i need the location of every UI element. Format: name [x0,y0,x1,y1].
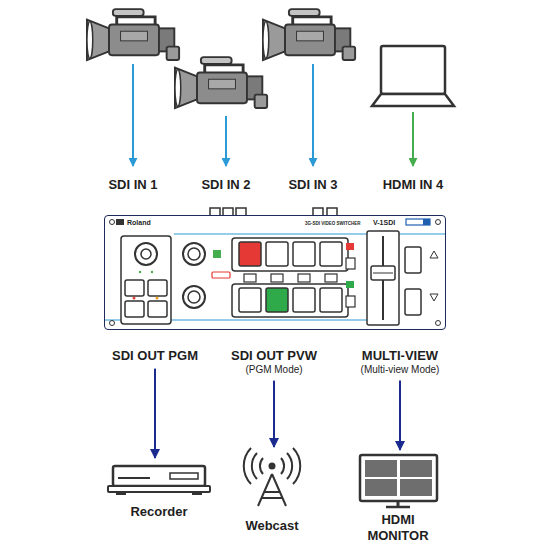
signal-arrow [273,381,275,447]
output-label: MULTI-VIEW(Multi-view Mode) [361,348,440,376]
label-text: SDI IN 3 [288,177,337,193]
recorder-device: Recorder [130,460,187,520]
label-text: HDMI IN 4 [383,177,444,193]
monitor-icon [360,455,437,507]
input-label: SDI IN 2 [201,177,250,193]
output-label: SDI OUT PVW(PGM Mode) [231,348,317,376]
label-text: MULTI-VIEW [361,348,440,364]
mode-note: (Multi-view Mode) [361,364,440,376]
antenna-icon [244,448,300,506]
recorder-icon [108,466,210,495]
laptop-icon [372,46,454,106]
signal-arrow [154,369,156,458]
switcher-device: Roland 3G-SDI VIDEO SWITCHER V-1SDI [104,215,446,330]
mode-note: V-1SDI [373,219,395,227]
input-arrow [133,64,413,166]
monitor-device: HDMI MONITOR [362,452,434,543]
camera-icon [263,9,355,60]
switcher-panel [104,208,446,330]
mode-note: (PGM Mode) [231,364,317,376]
input-label: SDI IN 1 [108,177,157,193]
camera-icon [87,9,179,60]
camera-icon [175,57,267,108]
output-label: SDI OUT PGM [112,348,198,364]
label-text: SDI OUT PVW [231,348,317,364]
label-text: Recorder [130,504,187,520]
label-text: SDI IN 2 [201,177,250,193]
label-text: SDI IN 1 [108,177,157,193]
mode-note: 3G-SDI VIDEO SWITCHER [305,221,361,226]
label-text: Webcast [245,518,298,534]
label-text: SDI OUT PGM [112,348,198,364]
input-label: SDI IN 3 [288,177,337,193]
signal-arrow [399,381,401,450]
input-label: HDMI IN 4 [383,177,444,193]
label-text: HDMI MONITOR [362,512,434,543]
webcast-device: Webcast [245,449,298,534]
label-text: Roland [127,219,151,227]
